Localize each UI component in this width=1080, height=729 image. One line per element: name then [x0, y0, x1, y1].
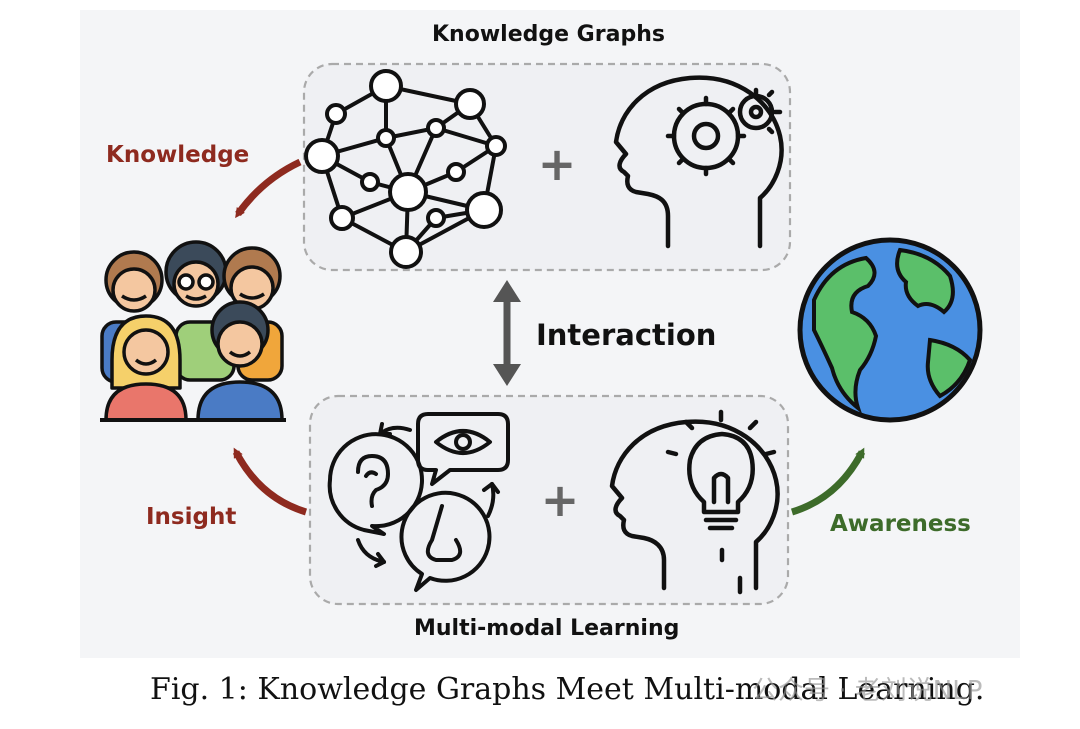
interaction-label: Interaction — [536, 318, 717, 352]
watermark-text: 公众号 · 老刘说NLP — [752, 676, 983, 706]
cycle-arrow-bottom — [356, 538, 386, 564]
senses-icon — [327, 412, 510, 592]
awareness-label: Awareness — [830, 511, 971, 537]
interaction-arrow — [493, 280, 521, 386]
knowledge-arrow — [235, 158, 302, 219]
insight-arrow — [232, 447, 308, 516]
multimodal-learning-title: Multi-modal Learning — [414, 616, 680, 641]
eye-bubble-icon — [416, 412, 510, 486]
plus-sign-top: + — [538, 137, 577, 191]
figure-caption: Fig. 1: Knowledge Graphs Meet Multi-moda… — [150, 672, 985, 707]
people-group-icon — [100, 240, 286, 422]
lightbulb-icon — [665, 409, 777, 531]
ear-bubble-icon — [327, 432, 424, 536]
awareness-arrow — [790, 447, 866, 516]
knowledge-graphs-title: Knowledge Graphs — [432, 22, 665, 47]
gear-small-icon — [737, 87, 783, 135]
head-gears-icon — [613, 75, 784, 249]
gear-large-icon — [665, 95, 747, 177]
head-lightbulb-icon — [609, 409, 780, 595]
plus-sign-bottom: + — [541, 473, 580, 527]
network-graph-icon — [304, 69, 507, 269]
nose-bubble-icon — [399, 490, 492, 592]
knowledge-label: Knowledge — [106, 142, 250, 168]
insight-label: Insight — [146, 504, 237, 530]
globe-icon — [797, 237, 983, 423]
